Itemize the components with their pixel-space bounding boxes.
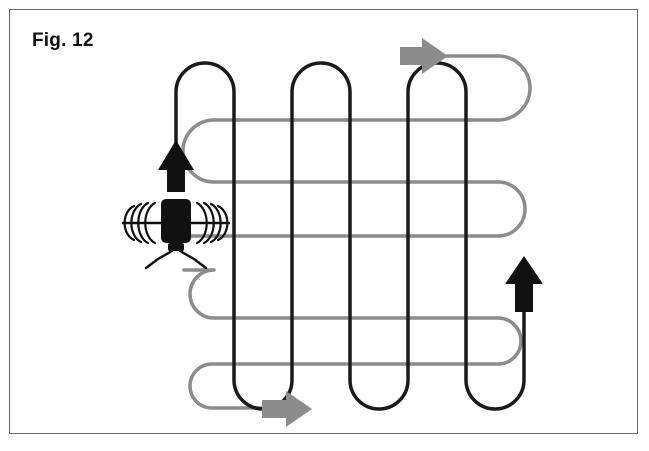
vertical-mowing-path <box>174 61 526 411</box>
end-arrow-black-right <box>505 256 543 312</box>
start-arrow-black-left <box>158 140 194 192</box>
horizontal-mowing-path <box>181 54 532 410</box>
figure-label: Fig. 12 <box>32 30 94 51</box>
end-arrow-grey-bottom <box>262 391 312 427</box>
start-arrow-grey-top <box>400 38 448 74</box>
robot-mower-icon <box>122 199 230 270</box>
